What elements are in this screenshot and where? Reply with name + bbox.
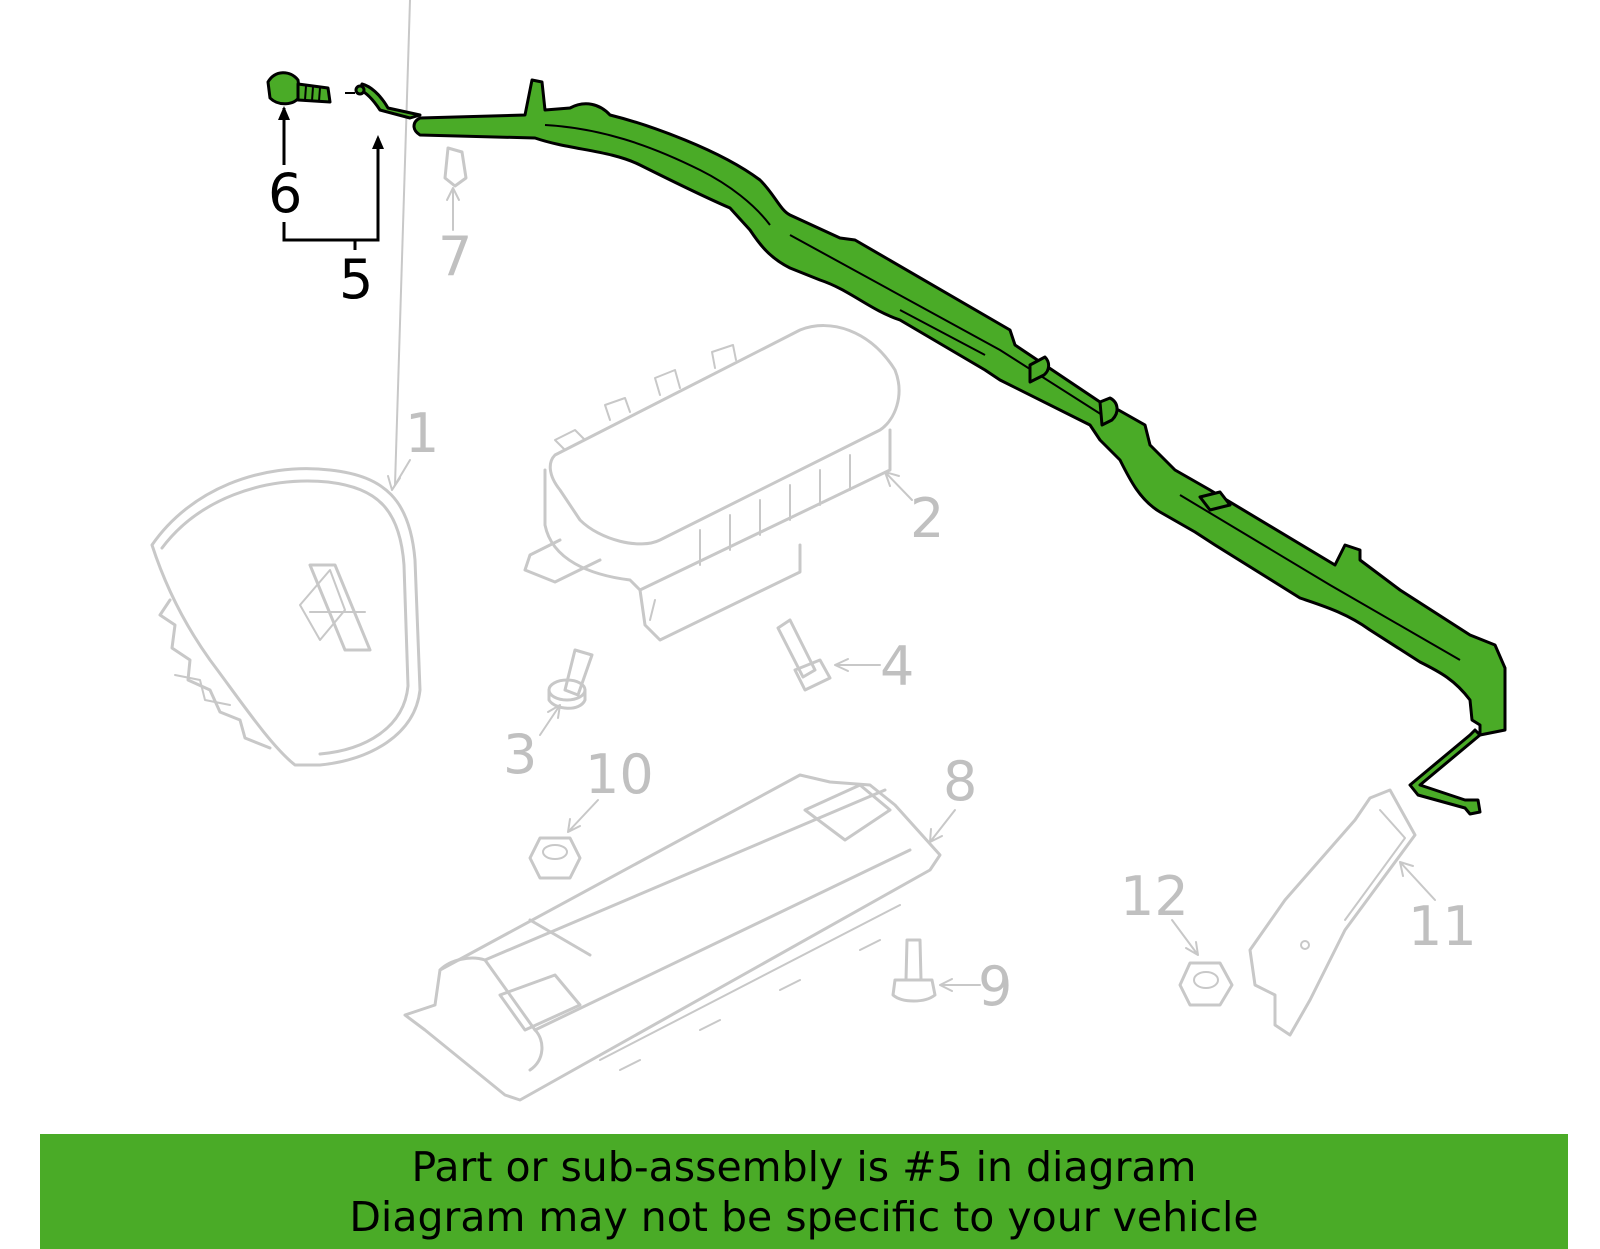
part-5-curtain-airbag[interactable]	[345, 78, 1507, 816]
callout-6: 6	[268, 106, 302, 225]
callout-10: 10	[567, 743, 654, 833]
part-2-passenger-airbag-module[interactable]	[523, 324, 901, 642]
svg-text:2: 2	[910, 487, 944, 550]
svg-text:11: 11	[1408, 895, 1477, 958]
svg-text:9: 9	[978, 955, 1012, 1018]
svg-text:5: 5	[339, 248, 373, 311]
part-7-clip[interactable]	[443, 146, 468, 188]
svg-text:12: 12	[1120, 865, 1189, 928]
part-10-nut[interactable]	[528, 836, 582, 880]
part-1-driver-airbag-cover[interactable]	[150, 467, 422, 767]
callout-5: 5	[282, 135, 384, 311]
svg-text:8: 8	[943, 750, 977, 813]
info-banner: Part or sub-assembly is #5 in diagram Di…	[40, 1134, 1568, 1249]
part-9-bolt[interactable]	[891, 938, 937, 1003]
part-6-bolt[interactable]	[266, 71, 332, 106]
svg-text:1: 1	[405, 402, 439, 465]
banner-line-part-number: Part or sub-assembly is #5 in diagram	[411, 1142, 1197, 1191]
part-11-bracket-cover[interactable]	[1248, 788, 1417, 1037]
part-3-bolt[interactable]	[547, 648, 594, 710]
banner-background	[40, 1134, 1568, 1249]
part-8-knee-airbag[interactable]	[403, 773, 942, 1102]
svg-text:7: 7	[438, 225, 472, 288]
callout-7: 7	[438, 187, 472, 288]
part-4-stud[interactable]	[776, 618, 832, 692]
callout-12: 12	[1120, 865, 1199, 956]
svg-text:4: 4	[880, 635, 914, 698]
callout-3: 3	[503, 704, 561, 786]
callout-11: 11	[1399, 861, 1477, 958]
callout-8: 8	[929, 750, 977, 843]
callout-2: 2	[884, 471, 944, 550]
svg-text:10: 10	[585, 743, 654, 806]
lincoln-star-logo-icon	[299, 563, 372, 652]
svg-text:3: 3	[503, 723, 537, 786]
callout-9: 9	[939, 955, 1012, 1018]
callout-4: 4	[834, 635, 914, 698]
svg-text:6: 6	[268, 162, 302, 225]
banner-line-disclaimer: Diagram may not be specific to your vehi…	[349, 1192, 1259, 1241]
part-12-nut[interactable]	[1178, 961, 1234, 1007]
callout-1: 1	[387, 0, 439, 491]
